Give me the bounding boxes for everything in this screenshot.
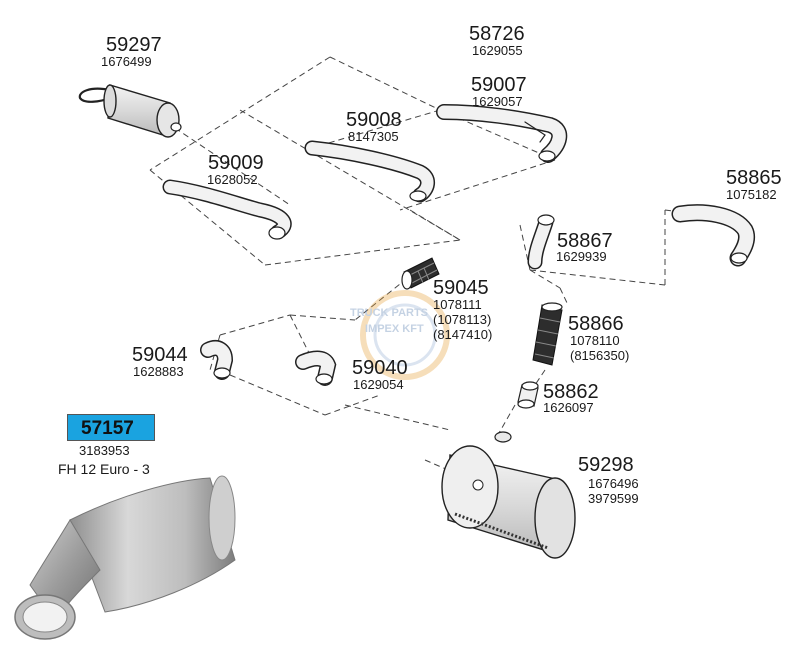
ref-59040: 1629054: [353, 377, 404, 392]
ref-59009: 1628052: [207, 172, 258, 187]
label-59044: 59044: [132, 344, 188, 366]
watermark-gear-icon: [360, 290, 450, 380]
label-59007: 59007: [471, 74, 527, 96]
ref-58865: 1075182: [726, 187, 777, 202]
ref-58867: 1629939: [556, 249, 607, 264]
ref-59297: 1676499: [101, 54, 152, 69]
label-58865: 58865: [726, 167, 782, 189]
part-59007-pipe[interactable]: [436, 104, 568, 163]
ref-58726: 1629055: [472, 43, 523, 58]
label-59045: 59045: [433, 277, 489, 299]
watermark-line-2: IMPEX KFT: [365, 323, 424, 335]
label-58726: 58726: [469, 23, 525, 45]
watermark-logo: TRUCK PARTS IMPEX KFT: [345, 285, 465, 385]
part-57157-silencer[interactable]: [14, 475, 236, 640]
part-59297-silencer[interactable]: [78, 84, 182, 138]
ref-58862: 1626097: [543, 400, 594, 415]
ref-59008: 8147305: [348, 129, 399, 144]
part-58862-short-pipe[interactable]: [517, 381, 539, 409]
label-59008: 59008: [346, 109, 402, 131]
ref-59044: 1628883: [133, 364, 184, 379]
part-58867-pipe[interactable]: [527, 214, 555, 270]
ref-59007: 1629057: [472, 94, 523, 109]
label-58862: 58862: [543, 381, 599, 403]
ref-59298: 1676496 3979599: [588, 476, 639, 506]
part-59009-pipe[interactable]: [162, 179, 292, 240]
part-59008-pipe[interactable]: [304, 140, 435, 203]
label-59040: 59040: [352, 357, 408, 379]
part-59044-elbow[interactable]: [200, 340, 234, 380]
ref-58866: 1078110 (8156350): [570, 333, 630, 363]
highlighted-part-number: 57157: [81, 418, 134, 439]
part-58865-pipe[interactable]: [671, 204, 756, 267]
ref-59045: 1078111 (1078113) (8147410): [433, 297, 493, 342]
label-58867: 58867: [557, 230, 613, 252]
part-58866-flex-hose[interactable]: [532, 302, 563, 366]
label-59297: 59297: [106, 34, 162, 56]
label-58866: 58866: [568, 313, 624, 335]
label-59298: 59298: [578, 454, 634, 476]
part-59045-flex-hose[interactable]: [401, 257, 440, 290]
highlight-fill: [67, 414, 155, 441]
label-59009: 59009: [208, 152, 264, 174]
highlighted-part-ref: 3183953: [79, 443, 130, 458]
part-59040-elbow[interactable]: [295, 350, 337, 386]
part-59298-silencer[interactable]: [441, 431, 576, 559]
watermark-line-1: TRUCK PARTS: [350, 307, 429, 319]
highlighted-part-description: FH 12 Euro - 3: [58, 461, 150, 477]
highlighted-part-box[interactable]: [67, 414, 155, 441]
